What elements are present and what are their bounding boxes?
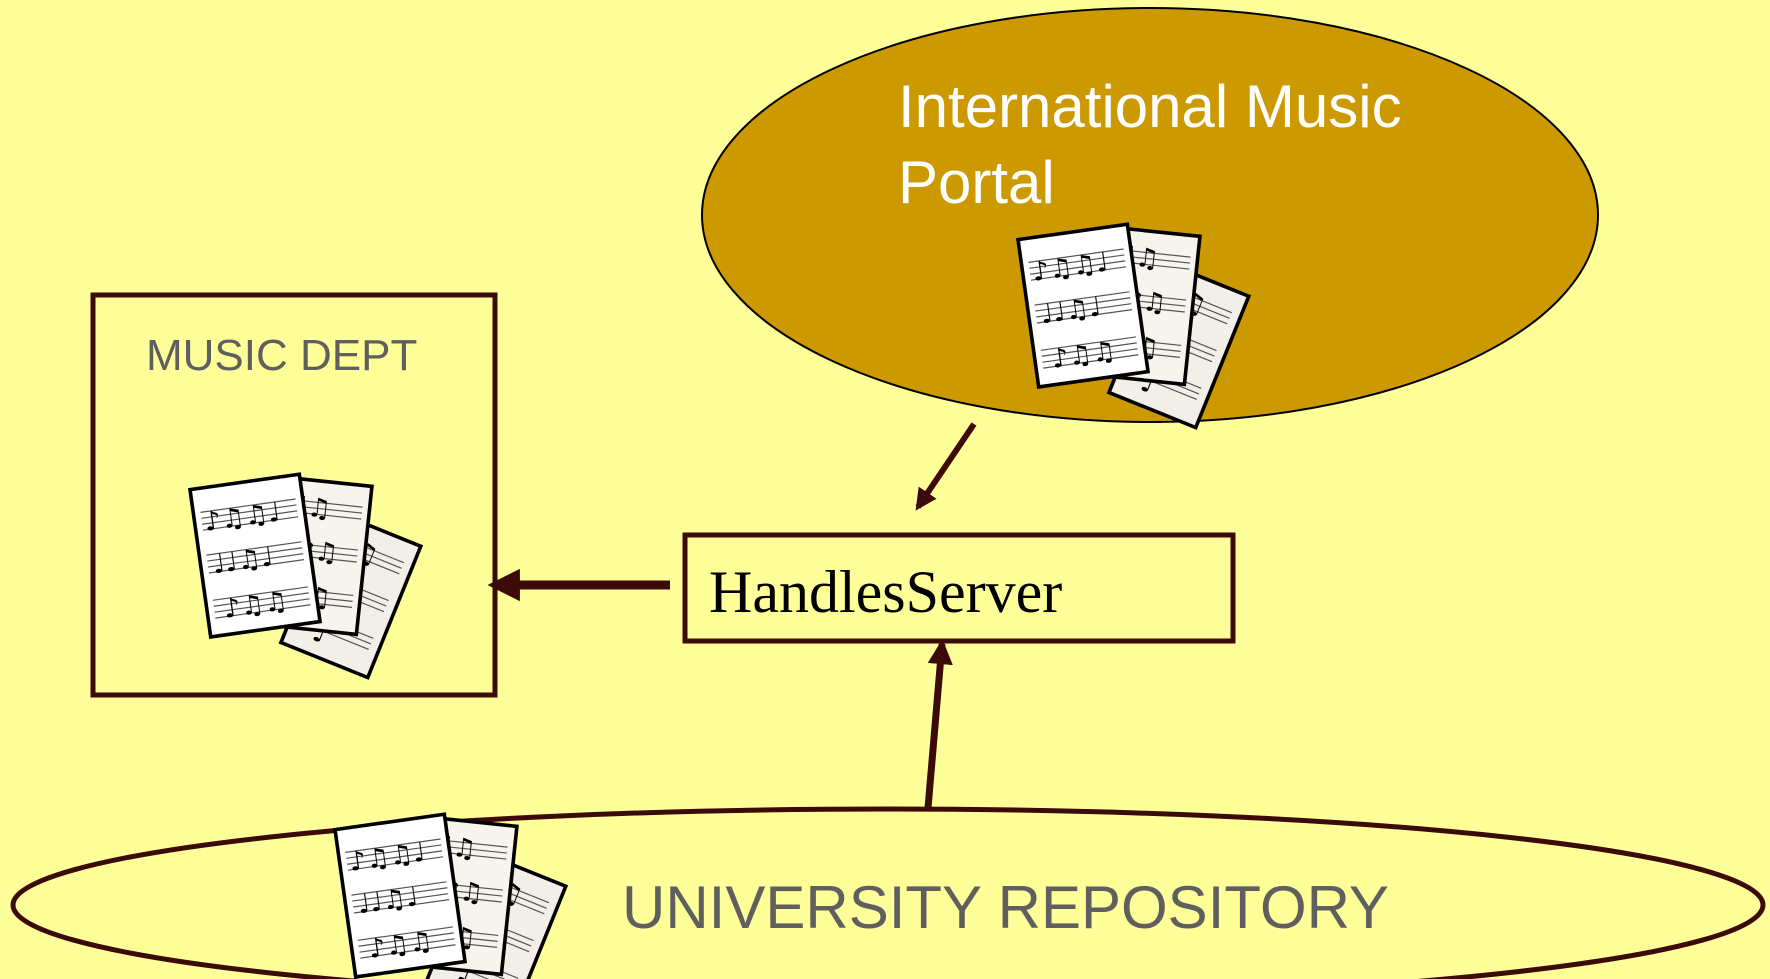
music-dept-sheet-music-icon xyxy=(188,472,423,680)
repository-label: UNIVERSITY REPOSITORY xyxy=(622,874,1389,941)
handles-server-node: HandlesServer xyxy=(682,532,1236,644)
repository-ellipse xyxy=(10,806,1766,979)
portal-title-line2: Portal xyxy=(898,149,1055,216)
repository-sheet-music-icon xyxy=(333,812,568,979)
music-dept-label: MUSIC DEPT xyxy=(146,331,417,380)
portal-node: International Music Portal xyxy=(701,7,1599,430)
portal-ellipse xyxy=(701,7,1599,423)
arrow-portal-to-server xyxy=(915,422,977,511)
repository-node: UNIVERSITY REPOSITORY xyxy=(10,806,1766,979)
arrow-repository-to-server xyxy=(924,638,953,809)
handles-server-box xyxy=(682,532,1236,644)
handles-server-label: HandlesServer xyxy=(709,559,1062,625)
music-dept-node: MUSIC DEPT xyxy=(90,292,498,698)
music-dept-box xyxy=(90,292,498,698)
portal-title-line1: International Music xyxy=(898,73,1402,140)
